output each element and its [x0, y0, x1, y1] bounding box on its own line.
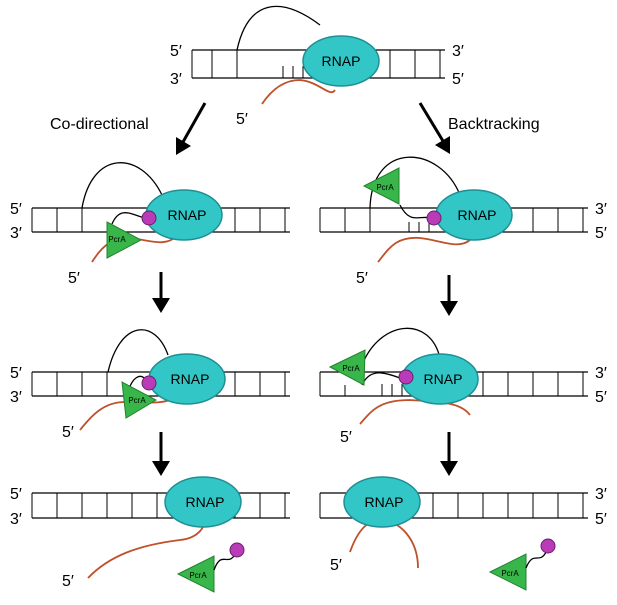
pcra-label: PcrA [501, 569, 519, 578]
three-prime-label: 3′ [10, 225, 22, 242]
dna-rungs [319, 208, 584, 232]
magenta-bead-icon [141, 375, 157, 391]
five-prime-label: 5′ [595, 511, 607, 528]
pcra-helicase [328, 349, 366, 386]
pcra-label: PcrA [128, 396, 146, 405]
rna-strand [359, 399, 471, 425]
dna-rungs [191, 50, 441, 78]
backtracking-label: Backtracking [448, 116, 540, 133]
rnap-enzyme [302, 35, 380, 87]
magenta-bead-icon [540, 538, 556, 554]
arrow-down-icon [440, 275, 458, 316]
five-prime-label: 5′ [356, 270, 368, 287]
dna-loop [361, 372, 401, 386]
pcra-label: PcrA [376, 183, 394, 192]
five-prime-label: 5′ [62, 573, 74, 590]
rnap-label: RNAP [171, 371, 210, 387]
dna-rungs [31, 208, 286, 232]
pcra-helicase [176, 555, 215, 593]
panel-co-directional-1: RNAP PcrA 5′ 3′ 5′ [10, 162, 290, 287]
pcra-helicase [488, 553, 527, 591]
dna-rungs [319, 493, 584, 518]
three-prime-label: 3′ [452, 43, 464, 60]
arrow-down-icon [440, 432, 458, 476]
five-prime-label: 5′ [10, 486, 22, 503]
rnap-enzyme [164, 476, 242, 528]
dna-bubble [361, 327, 441, 366]
magenta-bead-icon [141, 210, 157, 226]
pcra-helicase [121, 381, 158, 419]
pcra-label: PcrA [108, 235, 126, 244]
five-prime-label: 5′ [595, 225, 607, 242]
dna-rungs [31, 493, 286, 518]
three-prime-label: 3′ [10, 511, 22, 528]
five-prime-label: 5′ [68, 270, 80, 287]
five-prime-label: 5′ [10, 365, 22, 382]
three-prime-label: 3′ [170, 71, 182, 88]
three-prime-label: 3′ [595, 365, 607, 382]
rnap-label: RNAP [322, 53, 361, 69]
panel-co-directional-3: RNAP PcrA 5′ 3′ 5′ [10, 476, 290, 593]
panel-top: RNAP 5′ 3′ 3′ 5′ 5′ [170, 5, 464, 128]
five-prime-label: 5′ [330, 557, 342, 574]
dna-rungs [31, 372, 286, 396]
dna-loop [399, 204, 431, 219]
dna-bubble [236, 5, 321, 51]
rnap-label: RNAP [365, 494, 404, 510]
rna-strand [377, 237, 471, 263]
magenta-bead-icon [426, 210, 442, 226]
panel-co-directional-2: RNAP PcrA 5′ 3′ 5′ [10, 329, 290, 441]
three-prime-label: 3′ [595, 486, 607, 503]
five-prime-label: 5′ [452, 71, 464, 88]
magenta-bead-icon [229, 542, 245, 558]
dna-loop [111, 212, 146, 225]
five-prime-label: 5′ [10, 201, 22, 218]
co-directional-label: Co-directional [50, 116, 149, 133]
rna-strand [261, 79, 336, 105]
five-prime-label: 5′ [236, 111, 248, 128]
five-prime-label: 5′ [340, 429, 352, 446]
arrow-down-icon [152, 432, 170, 476]
rnap-label: RNAP [186, 494, 225, 510]
magenta-bead-icon [398, 369, 414, 385]
rnap-label: RNAP [168, 207, 207, 223]
five-prime-label: 5′ [170, 43, 182, 60]
three-prime-label: 3′ [595, 201, 607, 218]
arrow-down-icon [152, 272, 170, 313]
rnap-label: RNAP [458, 207, 497, 223]
three-prime-label: 3′ [10, 389, 22, 406]
arrow-down-right-icon [418, 102, 450, 154]
panel-backtracking-2: RNAP PcrA 3′ 5′ 5′ [319, 327, 607, 446]
pcra-helicase [106, 221, 143, 259]
arrow-down-left-icon [176, 102, 207, 155]
pcra-label: PcrA [342, 364, 360, 373]
pcra-label: PcrA [189, 571, 207, 580]
dna-bubble [81, 162, 163, 209]
dna-bubble [107, 329, 169, 373]
pcra-helicase [362, 167, 400, 205]
five-prime-label: 5′ [595, 389, 607, 406]
rnap-label: RNAP [424, 371, 463, 387]
rnap-enzyme [343, 476, 421, 528]
dna-rungs [319, 372, 584, 396]
five-prime-label: 5′ [62, 424, 74, 441]
panel-backtracking-3: RNAP PcrA 3′ 5′ 5′ [319, 476, 607, 591]
panel-backtracking-1: RNAP PcrA 3′ 5′ 5′ [319, 156, 607, 287]
